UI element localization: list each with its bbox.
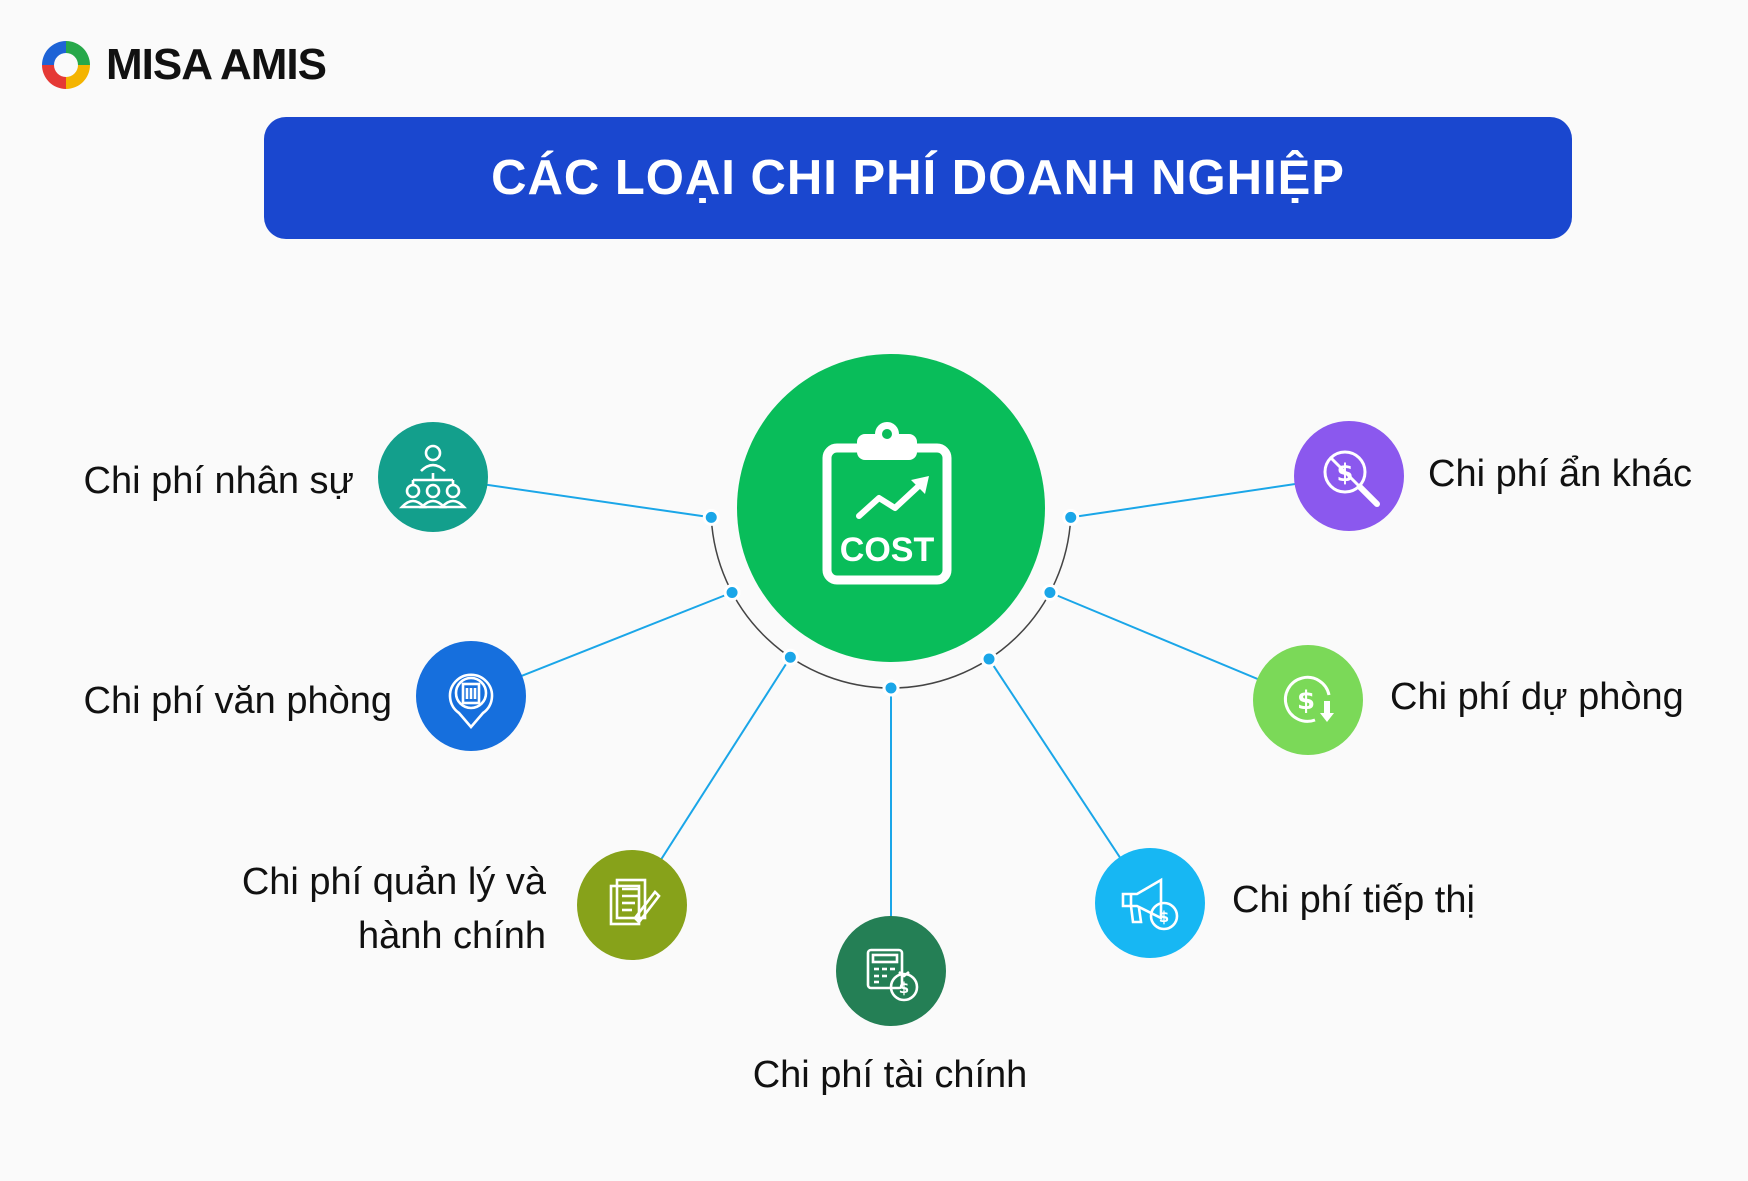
anchor-dot-van-phong (723, 584, 741, 602)
anchor-dot-tiep-thi (980, 650, 998, 668)
misa-amis-logo: MISA AMIS (38, 36, 327, 94)
clipboard-chart-icon: COST (822, 422, 952, 585)
title-banner: CÁC LOẠI CHI PHÍ DOANH NGHIỆP (264, 117, 1572, 239)
svg-text:$: $ (1159, 908, 1169, 926)
anchor-dot-quan-ly (781, 648, 799, 666)
center-cost-node: COST (737, 354, 1045, 662)
hidden-dollar-search-icon: $ (1294, 421, 1404, 531)
label-an-khac: Chi phí ẩn khác (1428, 453, 1693, 495)
node-van-phong (416, 641, 526, 751)
svg-text:$: $ (899, 979, 909, 997)
anchor-dot-an-khac (1062, 508, 1080, 526)
node-du-phong: $ (1253, 645, 1363, 755)
node-tai-chinh: $ (836, 916, 946, 1026)
anchor-dot-nhan-su (702, 508, 720, 526)
node-an-khac: $ (1294, 421, 1404, 531)
svg-text:$: $ (1297, 686, 1315, 716)
page-title: CÁC LOẠI CHI PHÍ DOANH NGHIỆP (491, 151, 1345, 205)
node-tiep-thi: $ (1095, 848, 1205, 958)
label-du-phong: Chi phí dự phòng (1390, 676, 1684, 718)
anchor-dot-du-phong (1041, 584, 1059, 602)
misa-logo-icon (42, 41, 90, 89)
calculator-money-icon: $ (836, 916, 946, 1026)
svg-text:$: $ (1337, 459, 1354, 487)
megaphone-dollar-icon: $ (1095, 848, 1205, 958)
office-building-icon (416, 641, 526, 751)
label-van-phong: Chi phí văn phòng (83, 680, 392, 722)
logo-text: MISA AMIS (106, 40, 327, 89)
label-nhan-su: Chi phí nhân sự (83, 460, 355, 502)
node-nhan-su (378, 422, 488, 532)
anchor-dot-tai-chinh (882, 679, 900, 697)
center-label: COST (840, 531, 935, 569)
people-hierarchy-icon (378, 422, 488, 532)
label-tiep-thi: Chi phí tiếp thị (1232, 879, 1475, 921)
label-quan-ly: Chi phí quản lý và hành chính (241, 861, 546, 957)
document-pen-icon (577, 850, 687, 960)
dollar-refresh-icon: $ (1253, 645, 1363, 755)
label-tai-chinh: Chi phí tài chính (752, 1054, 1028, 1096)
node-quan-ly (577, 850, 687, 960)
